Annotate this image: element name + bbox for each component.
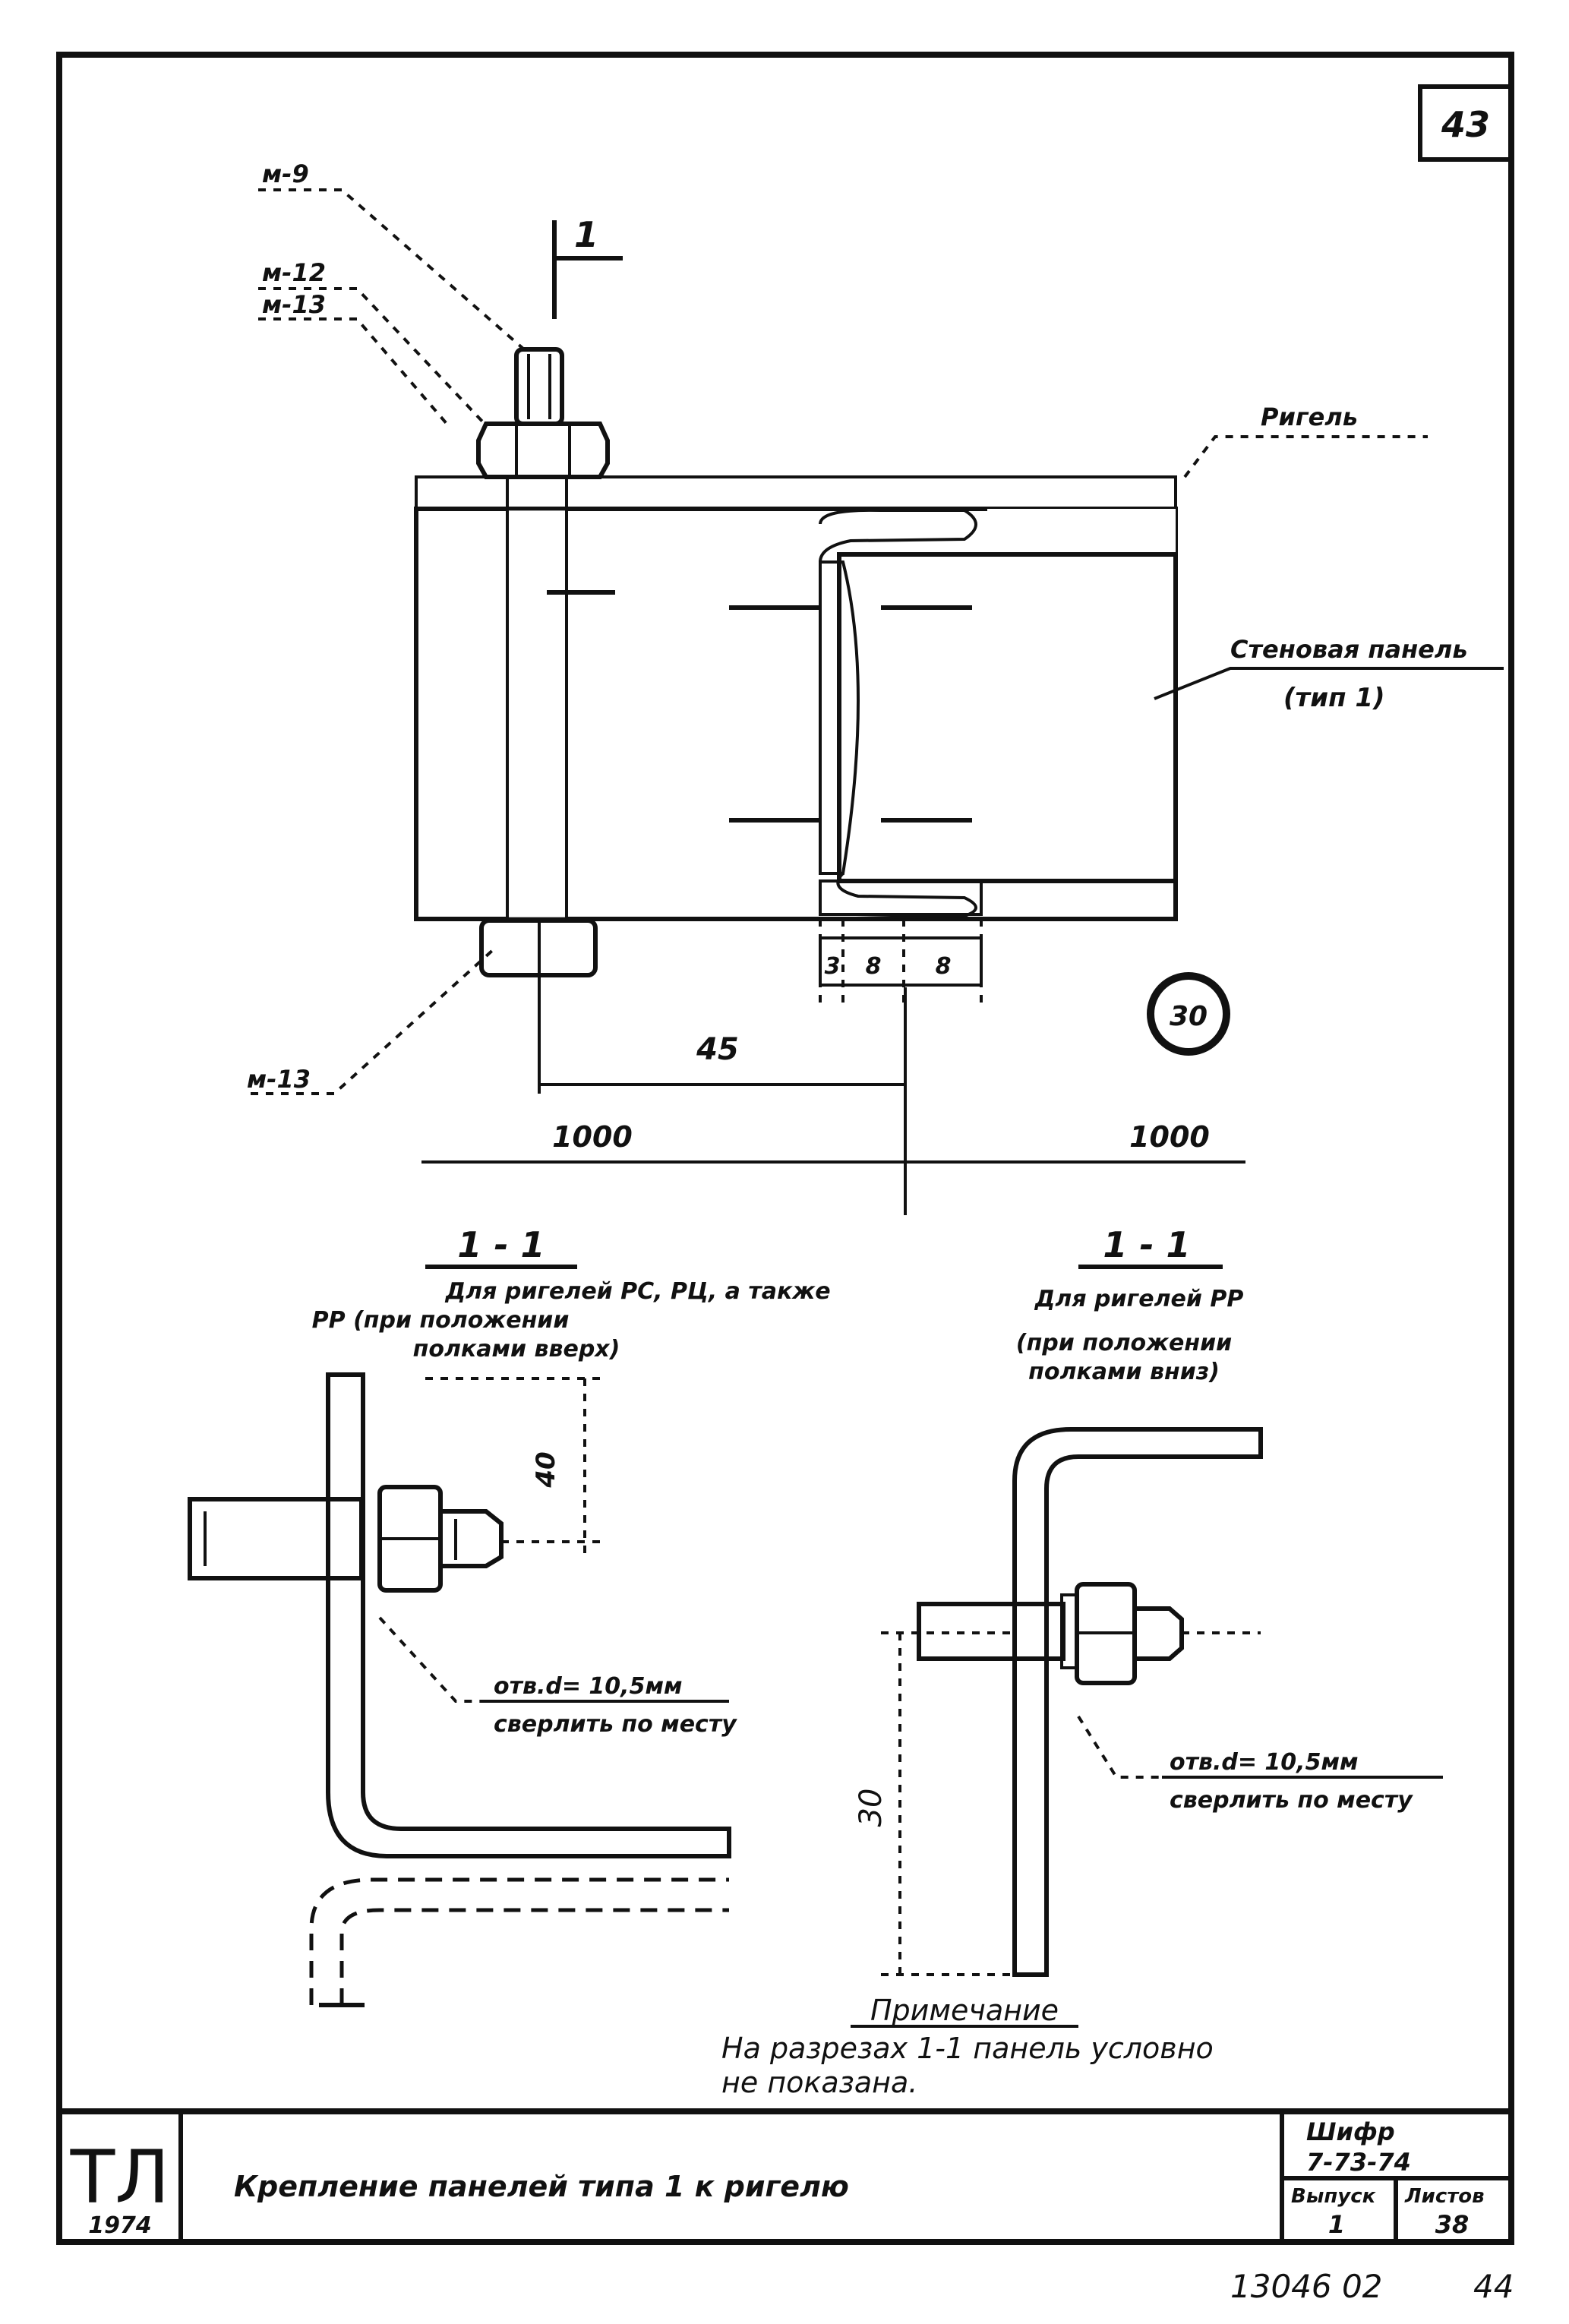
title-block: ТЛ 1974 Крепление панелей типа 1 к ригел… bbox=[59, 2108, 1511, 2242]
issue-label: Выпуск bbox=[1291, 2185, 1377, 2208]
seal-bottom bbox=[819, 872, 977, 920]
logo-year: 1974 bbox=[88, 2212, 152, 2239]
seal-top bbox=[819, 508, 977, 563]
sheet-number: 43 bbox=[1441, 104, 1490, 145]
sealant bbox=[819, 560, 860, 875]
adjacent-panel bbox=[837, 552, 1178, 883]
section-right-title: 1 - 1 bbox=[1103, 1224, 1190, 1265]
logo: ТЛ bbox=[70, 2135, 170, 2220]
footer-code: 13046 02 bbox=[1230, 2268, 1382, 2305]
section-left-caption-2: РР (при положении bbox=[312, 1307, 570, 1334]
code-label: Шифр bbox=[1306, 2117, 1395, 2146]
top-nut bbox=[476, 422, 610, 479]
hole-left-line2: сверлить по месту bbox=[494, 1711, 737, 1738]
note-block: Примечание На разрезах 1-1 панель условн… bbox=[721, 1994, 1214, 2099]
panel-shelf bbox=[819, 879, 983, 916]
hole-right-line1: отв.d= 10,5мм bbox=[1170, 1749, 1359, 1776]
code-value: 7-73-74 bbox=[1306, 2148, 1411, 2177]
section-left-caption-1: Для ригелей РС, РЦ, а также bbox=[444, 1278, 830, 1305]
note-line1: На разрезах 1-1 панель условно bbox=[721, 2032, 1214, 2065]
label-m9: м-9 bbox=[262, 159, 309, 188]
detail-circle bbox=[1147, 972, 1230, 1056]
dim-45: 45 bbox=[696, 1032, 739, 1067]
bolt-left bbox=[188, 1497, 364, 1580]
dim-8a: 8 bbox=[866, 953, 882, 980]
hole-left-line1: отв.d= 10,5мм bbox=[494, 1673, 683, 1700]
main-view: м-9 м-12 м-13 м-13 Ригель Стеновая панел… bbox=[247, 159, 1504, 1215]
dim-8b: 8 bbox=[936, 953, 952, 980]
dim-40: 40 bbox=[531, 1451, 561, 1488]
sheets-value: 38 bbox=[1435, 2210, 1470, 2239]
angle-profile-right bbox=[1012, 1427, 1263, 1977]
dim-1000-left: 1000 bbox=[552, 1120, 633, 1154]
issue-value: 1 bbox=[1328, 2210, 1345, 2239]
drawing-title: Крепление панелей типа 1 к ригелю bbox=[234, 2170, 849, 2203]
detail-circle-label: 30 bbox=[1170, 1001, 1208, 1032]
label-m12: м-12 bbox=[262, 258, 326, 287]
dim-3: 3 bbox=[825, 953, 841, 980]
angle-profile-left bbox=[326, 1372, 731, 1858]
bolt-end bbox=[514, 347, 564, 426]
section-left-title: 1 - 1 bbox=[457, 1224, 545, 1265]
section-left-caption-3: полками вверх) bbox=[413, 1336, 620, 1363]
label-panel-line1: Стеновая панель bbox=[1230, 635, 1468, 664]
rigel-plate bbox=[415, 475, 1177, 510]
sheets-label: Листов bbox=[1404, 2185, 1485, 2208]
hole-right-line2: сверлить по месту bbox=[1170, 1787, 1413, 1814]
bolt-shaft-band bbox=[507, 510, 567, 917]
section-mark: 1 bbox=[574, 214, 598, 255]
note-title: Примечание bbox=[870, 1994, 1059, 2027]
label-rigel: Ригель bbox=[1261, 403, 1358, 431]
label-m13-bottom: м-13 bbox=[247, 1065, 311, 1094]
section-right: 1 - 1 Для ригелей РР (при положении полк… bbox=[854, 1224, 1443, 1977]
section-right-caption-2: (при положении bbox=[1016, 1330, 1232, 1356]
section-left: 1 - 1 Для ригелей РС, РЦ, а также РР (пр… bbox=[188, 1224, 831, 2007]
note-line2: не показана. bbox=[721, 2066, 917, 2099]
sheet-frame bbox=[56, 52, 1514, 2245]
footer-page: 44 bbox=[1473, 2268, 1514, 2305]
dim-30: 30 bbox=[854, 1789, 889, 1827]
label-m13: м-13 bbox=[262, 290, 326, 319]
label-panel-line2: (тип 1) bbox=[1283, 683, 1385, 713]
section-right-caption-1: Для ригелей РР bbox=[1034, 1286, 1244, 1312]
section-right-caption-3: полками вниз) bbox=[1028, 1359, 1220, 1385]
dim-1000-right: 1000 bbox=[1129, 1120, 1210, 1154]
sheet-number-box bbox=[1418, 84, 1514, 162]
